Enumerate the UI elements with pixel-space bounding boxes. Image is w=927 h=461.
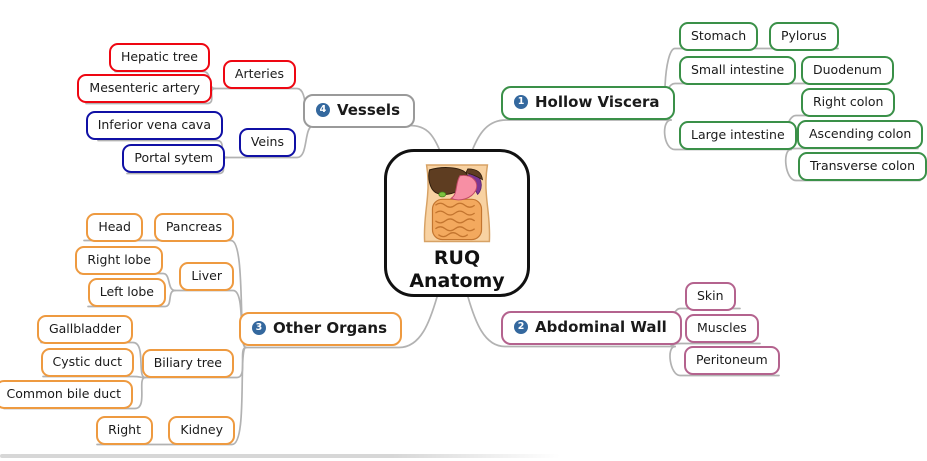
node-right-lobe[interactable]: Right lobe <box>75 246 163 275</box>
node-pancreas[interactable]: Pancreas <box>153 213 234 242</box>
node-portal-sytem[interactable]: Portal sytem <box>122 144 225 173</box>
node-kidney[interactable]: Kidney <box>168 416 235 445</box>
center-title: RUQ Anatomy <box>409 247 504 295</box>
node-cystic-duct[interactable]: Cystic duct <box>40 348 134 377</box>
branch-label: Other Organs <box>272 319 387 337</box>
node-arteries[interactable]: Arteries <box>222 60 296 89</box>
branch-number-badge: 4 <box>315 103 330 118</box>
node-small-intestine[interactable]: Small intestine <box>679 56 797 85</box>
branch-label: Vessels <box>336 101 400 119</box>
node-transverse-colon[interactable]: Transverse colon <box>798 152 927 181</box>
center-title-line2: Anatomy <box>409 270 505 293</box>
node-pylorus[interactable]: Pylorus <box>769 22 839 51</box>
branch-abdominal-wall[interactable]: 2 Abdominal Wall <box>501 311 682 345</box>
node-peritoneum[interactable]: Peritoneum <box>684 346 780 375</box>
node-right-colon[interactable]: Right colon <box>801 88 896 117</box>
branch-number-badge: 2 <box>514 320 528 335</box>
node-ascending-colon[interactable]: Ascending colon <box>797 120 924 149</box>
node-muscles[interactable]: Muscles <box>685 314 759 343</box>
branch-number-badge: 3 <box>251 321 266 336</box>
node-stomach[interactable]: Stomach <box>679 22 759 51</box>
abdomen-illustration <box>423 164 491 243</box>
branch-number-badge: 1 <box>514 95 528 110</box>
node-mesenteric-artery[interactable]: Mesenteric artery <box>77 74 212 103</box>
node-duodenum[interactable]: Duodenum <box>801 56 894 85</box>
branch-label: Hollow Viscera <box>535 93 660 111</box>
center-node-ruq-anatomy[interactable]: RUQ Anatomy <box>384 149 530 297</box>
node-hepatic-tree[interactable]: Hepatic tree <box>108 43 210 72</box>
node-common-bile-duct[interactable]: Common bile duct <box>0 380 133 409</box>
branch-other-organs[interactable]: 3 Other Organs <box>238 312 402 346</box>
node-inferior-vena-cava[interactable]: Inferior vena cava <box>85 111 223 140</box>
node-gallbladder[interactable]: Gallbladder <box>36 315 133 344</box>
node-veins[interactable]: Veins <box>238 128 296 157</box>
node-liver[interactable]: Liver <box>179 262 234 291</box>
node-left-lobe[interactable]: Left lobe <box>87 278 166 307</box>
node-right-kidney[interactable]: Right <box>96 416 153 445</box>
branch-hollow-viscera[interactable]: 1 Hollow Viscera <box>501 86 675 120</box>
node-biliary-tree[interactable]: Biliary tree <box>141 349 234 378</box>
node-large-intestine[interactable]: Large intestine <box>679 121 797 150</box>
branch-vessels[interactable]: 4 Vessels <box>302 94 415 128</box>
branch-label: Abdominal Wall <box>535 318 667 336</box>
node-head[interactable]: Head <box>86 213 143 242</box>
node-skin[interactable]: Skin <box>685 282 736 311</box>
center-title-line1: RUQ <box>433 246 481 269</box>
horizontal-scrollbar[interactable] <box>0 454 560 458</box>
